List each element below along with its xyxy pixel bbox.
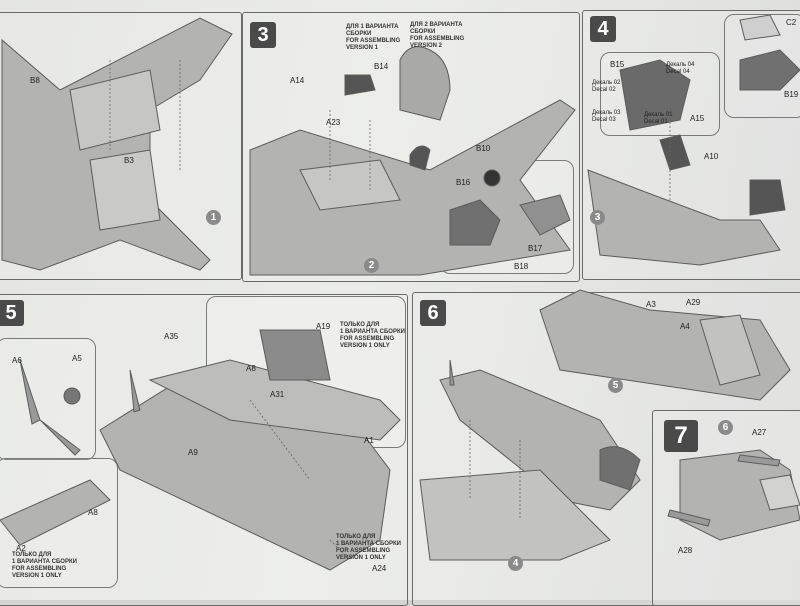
step-4-badge: 4 [590, 16, 616, 42]
part-label-a4: A4 [680, 322, 690, 331]
fuselage-step7 [679, 449, 800, 541]
part-label-a29: A29 [686, 298, 701, 307]
part-label-a2: A2 [16, 544, 26, 553]
part-label-a5: A5 [72, 354, 82, 363]
b14-part [344, 74, 376, 96]
propeller-blade [19, 359, 41, 425]
part-label-b10: B10 [476, 144, 491, 153]
version-1-only-note-tail: ТОЛЬКО ДЛЯ 1 ВАРИАНТА СБОРКИ FOR ASSEMBL… [336, 534, 401, 561]
pilot-figure [399, 46, 451, 121]
part-label-b8: B8 [30, 76, 40, 85]
part-label-a10: A10 [704, 152, 719, 161]
wing-part [1, 17, 233, 271]
fuselage-part-step3 [249, 99, 576, 276]
subassembly-5-marker: 5 [608, 378, 623, 393]
part-label-a8: A8 [246, 364, 256, 373]
version-1-only-note-canopy: ТОЛЬКО ДЛЯ 1 ВАРИАНТА СБОРКИ FOR ASSEMBL… [340, 322, 405, 349]
step-3-badge: 3 [250, 22, 276, 48]
part-label-a28: A28 [678, 546, 693, 555]
part-label-a1: A1 [364, 436, 374, 445]
a10-part [659, 134, 691, 171]
subassembly-2-marker: 2 [364, 258, 379, 273]
part-label-a23: A23 [326, 118, 341, 127]
landing-gear-leg [0, 479, 111, 546]
decal-label-01-en: Decal 01 [644, 119, 668, 125]
wing-center-section [69, 69, 161, 151]
decal-label-03-ru: Декаль 03 [592, 110, 621, 116]
spinner-part [63, 387, 81, 405]
decal-label-01-ru: Декаль 01 [644, 112, 673, 118]
seat-back-part [519, 194, 571, 236]
decal-label-03-en: Decal 03 [592, 117, 616, 123]
step-5-badge: 5 [0, 300, 24, 326]
part-label-a15: A15 [690, 114, 705, 123]
propeller-blade-2 [39, 419, 81, 456]
b10-part [409, 145, 431, 171]
a28-part [667, 509, 711, 527]
subassembly-1-marker: 1 [206, 210, 221, 225]
propeller-blade-3 [129, 369, 141, 413]
part-label-b18: B18 [514, 262, 529, 271]
propeller-subpanel [0, 338, 96, 460]
wheel-well [89, 149, 161, 231]
tail-fin-step6 [599, 446, 641, 491]
subassembly-6-marker: 6 [718, 420, 733, 435]
stabilizer-step6 [699, 314, 761, 386]
airplane-fuselage-step6 [439, 369, 641, 511]
part-label-a19: A19 [316, 322, 331, 331]
part-label-a35: A35 [164, 332, 179, 341]
step6-propeller [449, 359, 455, 386]
assembly-guide-line [249, 399, 311, 481]
cockpit-floor [299, 159, 401, 211]
c2-part [739, 14, 781, 41]
version-2-note: ДЛЯ 2 ВАРИАНТА СБОРКИ FOR ASSEMBLING VER… [410, 22, 465, 49]
decal-label-02-en: Decal 02 [592, 87, 616, 93]
part-label-a6: A6 [12, 356, 22, 365]
canopy-frame [259, 329, 331, 381]
subassembly-3-marker: 3 [590, 210, 605, 225]
decal-label-04-ru: Декаль 04 [666, 62, 695, 68]
airplane-wing-step6 [419, 469, 611, 561]
part-label-b3: B3 [124, 156, 134, 165]
part-label-a31: A31 [270, 390, 285, 399]
decal-label-02-ru: Декаль 02 [592, 80, 621, 86]
part-label-b15: B15 [610, 60, 625, 69]
canopy-step7 [759, 474, 800, 511]
step-6-badge: 6 [420, 300, 446, 326]
part-label-c2: C2 [786, 18, 797, 27]
part-label-b17: B17 [528, 244, 543, 253]
fuselage-upper-step6 [539, 289, 791, 401]
part-label-a24: A24 [372, 564, 387, 573]
assembly-guide-line [329, 539, 351, 561]
part-label-b16: B16 [456, 178, 471, 187]
version-1-note: ДЛЯ 1 ВАРИАНТА СБОРКИ FOR ASSEMBLING VER… [346, 24, 401, 51]
version-1-only-note-gear: ТОЛЬКО ДЛЯ 1 ВАРИАНТА СБОРКИ FOR ASSEMBL… [12, 552, 77, 579]
seat-part [449, 199, 501, 246]
frame-part [749, 179, 786, 216]
subassembly-4-marker: 4 [508, 556, 523, 571]
step-7-badge: 7 [664, 420, 698, 452]
a27-part [737, 454, 781, 467]
part-label-a8-lower: A8 [88, 508, 98, 517]
part-label-b14: B14 [374, 62, 389, 71]
part-label-b19: B19 [784, 90, 799, 99]
fuselage-part-step4 [587, 169, 781, 266]
gunsight-part [739, 49, 800, 91]
part-label-a3: A3 [646, 300, 656, 309]
part-label-a27: A27 [752, 428, 767, 437]
part-label-a9: A9 [188, 448, 198, 457]
headrest-part [483, 169, 501, 187]
instrument-panel [619, 59, 691, 131]
part-label-a14: A14 [290, 76, 305, 85]
fuselage-half-right [148, 359, 401, 441]
decal-label-04-en: Decal 04 [666, 69, 690, 75]
